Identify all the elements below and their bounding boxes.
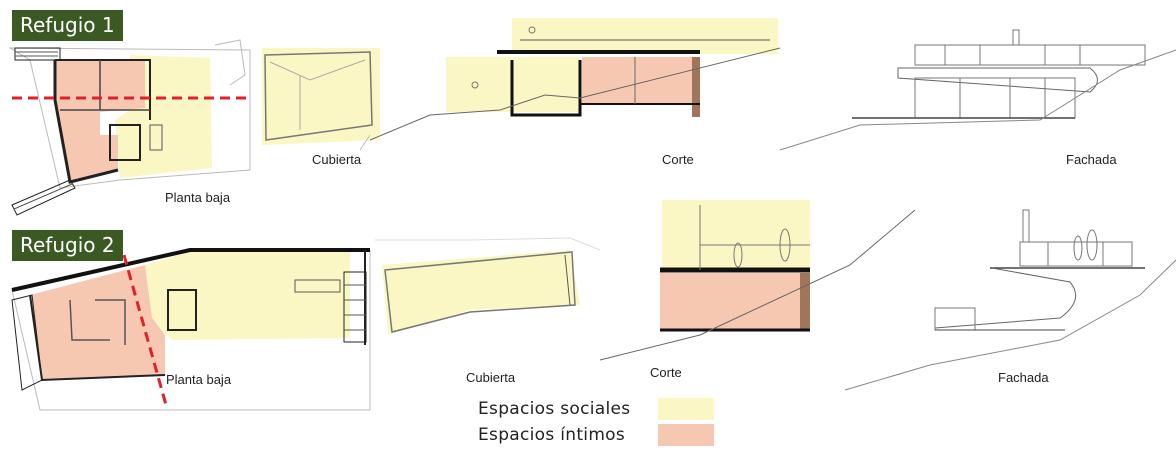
legend-swatch [658,424,714,446]
wall [11,248,370,292]
refugio1-planta-label: Planta baja [165,190,231,205]
terrace [343,271,367,343]
section-social-top [512,18,778,54]
refugio1-fachada [779,29,1176,151]
contour [375,237,601,251]
legend-label: Espacios sociales [478,399,631,419]
refugio2-fachada [844,209,1176,391]
roof-social [262,48,380,145]
glass-rail [1019,241,1133,267]
roof-line [269,59,366,81]
refugio2-corte [599,200,916,361]
walls [914,77,1076,119]
wall [55,59,151,120]
wall [69,299,110,341]
refugio2-title: Refugio 2 [12,230,123,261]
social-area [145,250,350,340]
legend-item-social: Espacios sociales [478,398,714,420]
glass-rail [914,44,1146,66]
person [1086,229,1098,261]
intimate-area [30,265,165,380]
refugio1-cubierta-label: Cubierta [312,152,362,167]
refugio2-fachada-label: Fachada [998,370,1049,385]
ground [779,49,1176,151]
person [528,26,536,34]
roof-outline [384,251,576,333]
roof-social [382,250,580,335]
cut-line [122,254,168,406]
intimate-area [55,60,145,182]
slab-curve [934,267,1077,329]
legend-item-intimo: Espacios íntimos [478,424,714,446]
stair [13,183,73,210]
section-intimate [582,57,700,104]
person [471,81,479,89]
chimney [1022,209,1030,243]
terrace-lower [11,179,76,216]
terrace-left [11,294,43,391]
contour [359,134,371,151]
furniture [149,124,163,151]
refugio2-corte-label: Corte [650,365,682,380]
refugio2-planta-baja [11,248,371,411]
chimney [1012,29,1020,46]
legend-label: Espacios íntimos [478,425,626,445]
section-wall [800,273,810,329]
ground [369,47,781,141]
person [779,228,791,262]
floor [510,60,582,117]
ground [599,209,916,361]
kitchen [294,279,341,293]
refugio1-planta-baja [8,39,251,216]
legend-swatch [658,398,714,420]
refugio1-fachada-label: Fachada [1066,152,1117,167]
bath [167,289,197,331]
terrace-upper [14,47,61,61]
roof-edge [564,254,571,306]
section-intimate [660,273,802,329]
refugio2-cubierta [375,237,601,335]
wall [95,299,126,345]
bath [109,124,141,161]
slab-curve [897,67,1098,93]
refugio2-planta-label: Planta baja [166,372,232,387]
person [733,242,743,268]
wall [53,60,119,184]
refugio1-corte-label: Corte [662,152,694,167]
section-wall [692,57,700,117]
section-social-top [662,200,810,268]
person [1073,235,1083,261]
refugio1-corte [369,18,781,141]
roof-outline [264,51,373,141]
contour [214,39,246,86]
refugio1-title: Refugio 1 [12,10,123,41]
refugio1-cubierta [262,48,380,151]
ground [844,259,1176,391]
refugio2-cubierta-label: Cubierta [466,370,516,385]
